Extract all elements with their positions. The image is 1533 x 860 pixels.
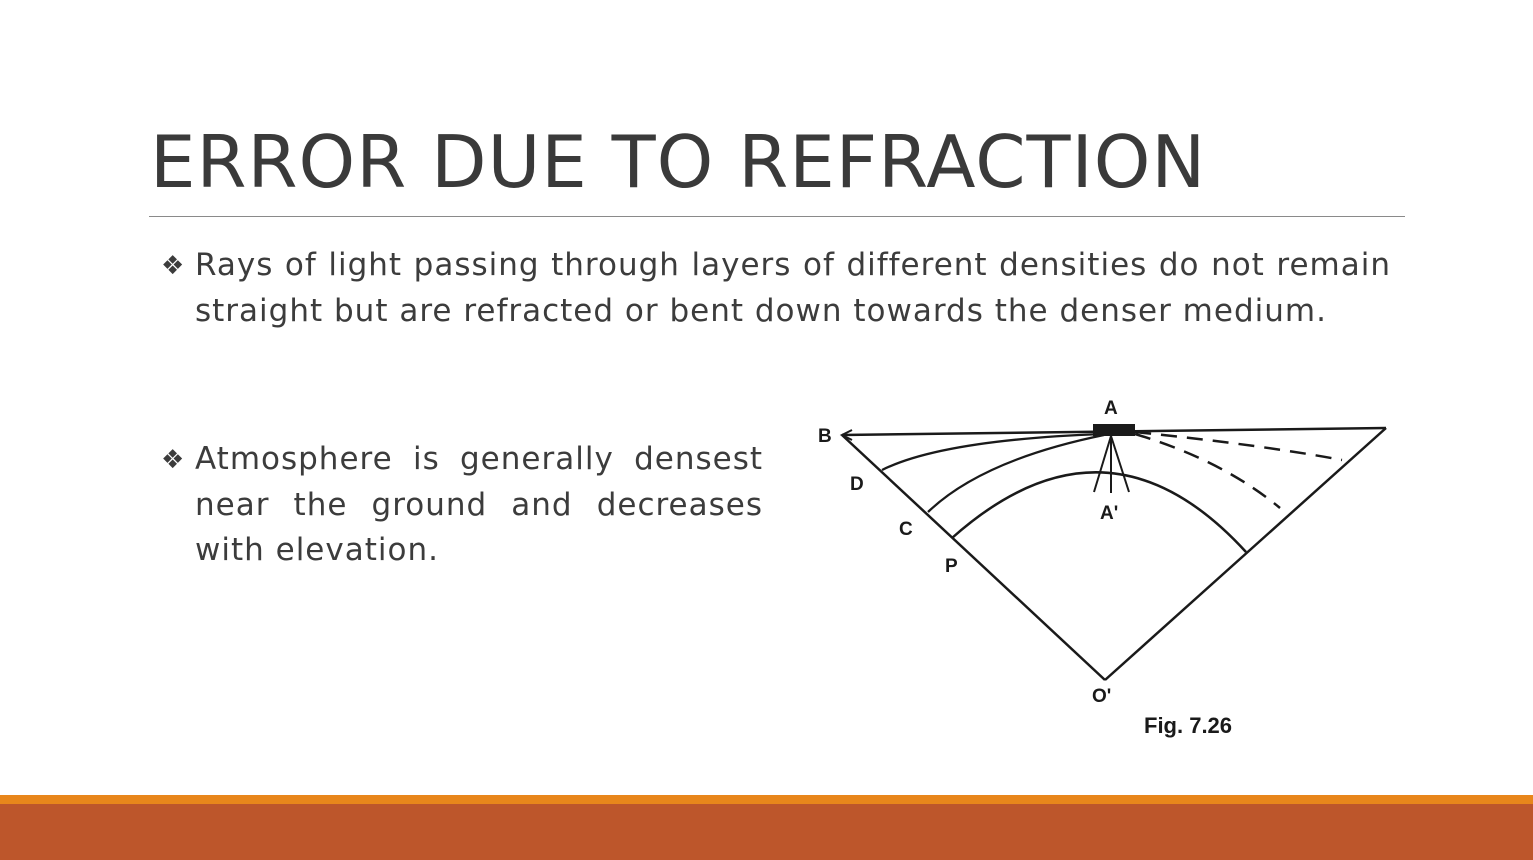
label-o-prime: O' (1092, 686, 1111, 707)
instrument-box (1093, 424, 1135, 436)
tripod-leg-right (1110, 435, 1130, 493)
dashed-ray-upper (1134, 430, 1343, 462)
title-divider (149, 216, 1405, 217)
label-a-prime: A' (1100, 503, 1118, 524)
footer-accent-bar (0, 795, 1533, 804)
right-side (1104, 427, 1387, 681)
bullet-atmosphere-text: Atmosphere is generally densest near the… (195, 441, 763, 568)
label-a: A (1104, 398, 1118, 419)
dashed-ray-lower (1134, 432, 1281, 509)
footer-band (0, 804, 1533, 860)
label-p: P (945, 556, 958, 577)
label-c: C (899, 519, 913, 540)
bullet-diamond-icon: ❖ (161, 251, 185, 281)
ground-arc (951, 471, 1247, 553)
label-b: B (818, 426, 832, 447)
refracted-ray-d (881, 432, 1103, 472)
tripod-leg-left (1093, 435, 1112, 493)
bullet-diamond-icon: ❖ (161, 445, 185, 475)
refraction-figure: A B D C A' P O' Fig. 7.26 (812, 390, 1402, 750)
bullet-refraction-text: Rays of light passing through layers of … (195, 247, 1391, 329)
figure-caption: Fig. 7.26 (1144, 713, 1232, 738)
slide-title: ERROR DUE TO REFRACTION (150, 120, 1207, 204)
label-d: D (850, 474, 864, 495)
left-side (841, 434, 1106, 681)
refracted-ray-c (927, 433, 1105, 513)
refraction-diagram: A B D C A' P O' Fig. 7.26 (818, 398, 1387, 738)
